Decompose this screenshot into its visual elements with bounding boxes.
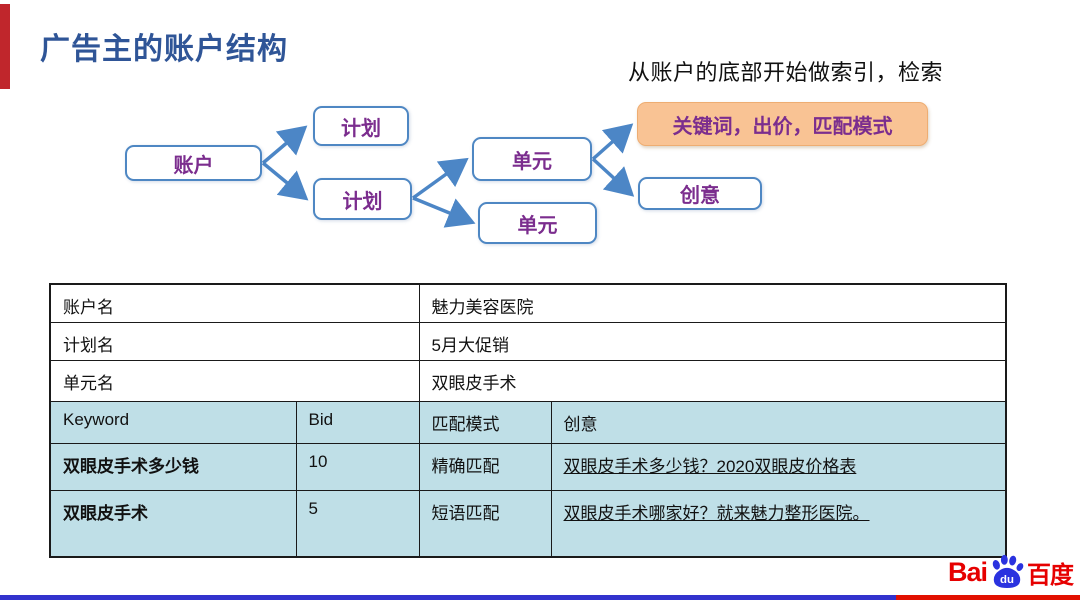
baidu-du-text: du [1000, 574, 1014, 586]
unit-name-value: 双眼皮手术 [418, 360, 1007, 402]
header-creative: 创意 [550, 401, 1007, 444]
header-bid: Bid [295, 401, 420, 444]
bid-cell: 5 [295, 490, 420, 557]
match-mode-cell: 短语匹配 [418, 490, 552, 557]
account-name-value: 魅力美容医院 [418, 283, 1007, 323]
creative-link[interactable]: 双眼皮手术多少钱？2020双眼皮价格表 [563, 457, 857, 476]
arrow-account-plan1 [261, 125, 308, 165]
match-mode-cell: 精确匹配 [418, 443, 552, 491]
node-creative: 创意 [638, 177, 762, 210]
node-plan-1: 计划 [313, 106, 409, 146]
plan-name-value: 5月大促销 [418, 322, 1007, 361]
table-header-row: Keyword Bid 匹配模式 创意 [49, 401, 1007, 444]
baidu-logo: Bai du 百度 [948, 552, 1074, 592]
header-keyword: Keyword [49, 401, 297, 444]
account-structure-table: 账户名 魅力美容医院 计划名 5月大促销 单元名 双眼皮手术 Keyword B… [49, 283, 1007, 558]
bid-cell: 10 [295, 443, 420, 491]
baidu-paw-icon: du [992, 554, 1024, 588]
table-row: 账户名 魅力美容医院 [49, 283, 1007, 323]
table-row: 单元名 双眼皮手术 [49, 360, 1007, 402]
index-direction-note: 从账户的底部开始做索引，检索 [628, 60, 944, 85]
page-title: 广告主的账户结构 [40, 33, 288, 66]
keyword-cell: 双眼皮手术多少钱 [49, 443, 297, 491]
unit-name-label: 单元名 [49, 360, 420, 402]
header-match-mode: 匹配模式 [418, 401, 552, 444]
node-unit-1: 单元 [472, 137, 592, 181]
keyword-cell: 双眼皮手术 [49, 490, 297, 557]
keyword-row: 双眼皮手术 5 短语匹配 双眼皮手术哪家好？就来魅力整形医院。 [49, 490, 1007, 557]
arrow-plan2-unit2 [412, 196, 476, 228]
node-keywords-bid-match: 关键词，出价，匹配模式 [637, 102, 928, 146]
node-plan-2: 计划 [313, 178, 412, 220]
account-name-label: 账户名 [49, 283, 420, 323]
table-row: 计划名 5月大促销 [49, 322, 1007, 361]
arrow-unit1-keywords [591, 123, 634, 161]
title-accent-bar [0, 4, 10, 89]
footer-bar-blue [0, 595, 896, 600]
creative-link[interactable]: 双眼皮手术哪家好？就来魅力整形医院。 [563, 504, 870, 523]
baidu-logo-cn-text: 百度 [1027, 561, 1074, 589]
plan-name-label: 计划名 [49, 322, 420, 361]
baidu-logo-bai-text: Bai [948, 556, 988, 587]
arrow-plan2-unit1 [411, 157, 469, 200]
node-account: 账户 [125, 145, 262, 181]
arrow-unit1-creative [591, 157, 635, 197]
footer-bar-red [896, 595, 1080, 600]
arrow-account-plan2 [261, 161, 309, 201]
keyword-row: 双眼皮手术多少钱 10 精确匹配 双眼皮手术多少钱？2020双眼皮价格表 [49, 443, 1007, 491]
node-unit-2: 单元 [478, 202, 597, 244]
